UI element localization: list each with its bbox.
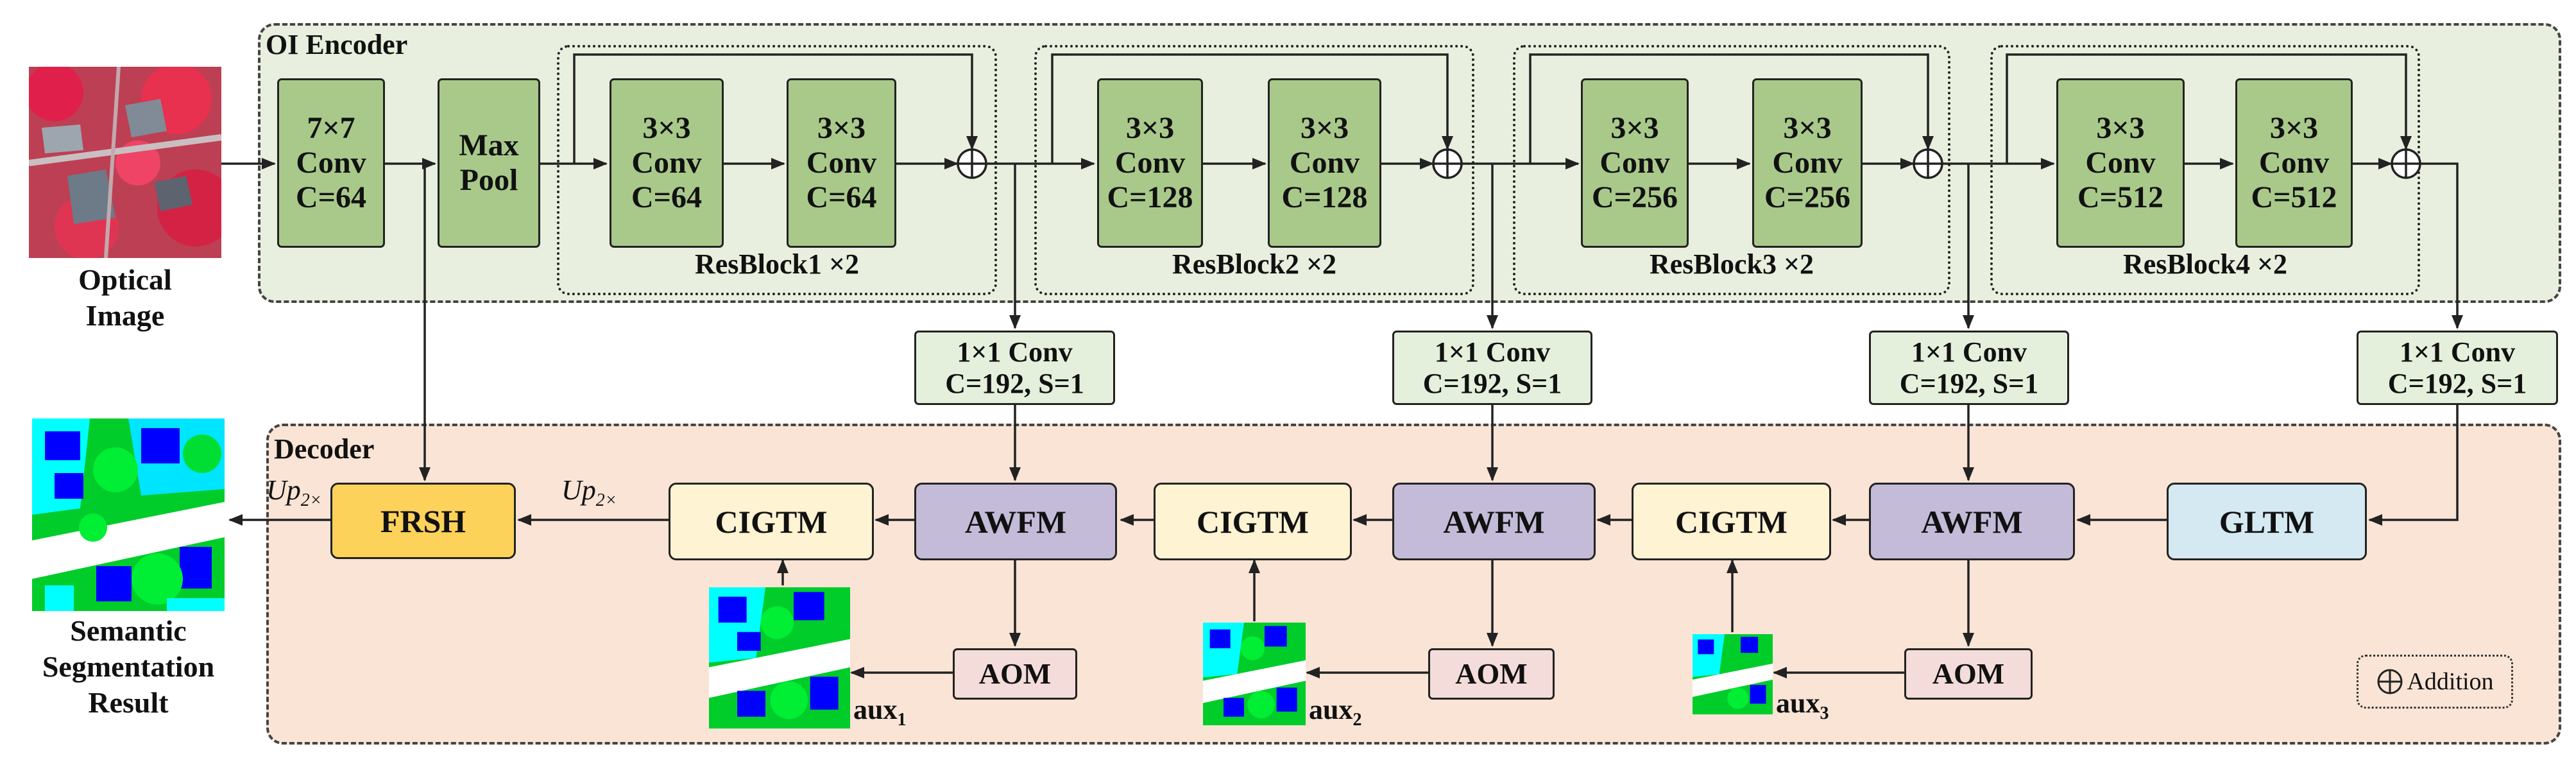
resblock2-conv-a: 3×3 Conv C=128 — [1097, 78, 1203, 248]
awfm-module-1: AWFM — [914, 483, 1117, 560]
resblock3-conv-b: 3×3 Conv C=256 — [1752, 78, 1863, 248]
cigtm-module-1: CIGTM — [669, 483, 874, 560]
aom-module-3: AOM — [1904, 648, 2033, 700]
resblock1-conv-b: 3×3 Conv C=64 — [787, 78, 896, 248]
aux1-label: aux1 — [853, 694, 907, 730]
projection-conv-1: 1×1 Conv C=192, S=1 — [914, 331, 1115, 405]
cigtm-module-3: CIGTM — [1632, 483, 1831, 560]
optical-image-label: Optical Image — [78, 263, 172, 332]
decoder-region: Decoder — [266, 424, 2561, 745]
resblock2-group — [1034, 45, 1474, 295]
stem-conv-7x7: 7×7 Conv C=64 — [277, 78, 385, 248]
optical-image — [29, 67, 221, 258]
oi-encoder-title: OI Encoder — [266, 29, 408, 60]
cigtm-module-2: CIGTM — [1154, 483, 1352, 560]
projection-conv-2: 1×1 Conv C=192, S=1 — [1392, 331, 1592, 405]
upsample-label-2: Up2× — [561, 474, 617, 510]
awfm-module-2: AWFM — [1392, 483, 1596, 560]
aom-module-1: AOM — [953, 648, 1077, 700]
legend-label: Addition — [2407, 668, 2494, 695]
frsh-module: FRSH — [330, 483, 516, 559]
projection-conv-4: 1×1 Conv C=192, S=1 — [2357, 331, 2558, 405]
projection-conv-3: 1×1 Conv C=192, S=1 — [1869, 331, 2069, 405]
resblock1-label: ResBlock1 ×2 — [694, 248, 860, 280]
addition-icon — [2377, 669, 2403, 694]
resblock3-label: ResBlock3 ×2 — [1649, 248, 1814, 280]
aom-module-2: AOM — [1428, 648, 1555, 700]
resblock4-label: ResBlock4 ×2 — [2122, 248, 2288, 280]
resblock2-label: ResBlock2 ×2 — [1172, 248, 1337, 280]
resblock3-conv-a: 3×3 Conv C=256 — [1581, 78, 1689, 248]
addition-nodes — [957, 148, 2421, 179]
gltm-module: GLTM — [2167, 483, 2367, 560]
segmentation-result-label: Semantic Segmentation Result — [42, 614, 215, 720]
resblock1-conv-a: 3×3 Conv C=64 — [610, 78, 724, 248]
resblock3-group — [1513, 45, 1950, 295]
decoder-title: Decoder — [274, 433, 375, 465]
aux3-image — [1693, 634, 1773, 714]
aux2-image — [1203, 623, 1306, 725]
aux1-image — [709, 587, 850, 728]
resblock4-conv-a: 3×3 Conv C=512 — [2056, 78, 2185, 248]
resblock2-conv-b: 3×3 Conv C=128 — [1268, 78, 1381, 248]
aux2-label: aux2 — [1309, 694, 1362, 730]
legend: Addition — [2357, 655, 2513, 709]
upsample-label-1: Up2× — [266, 474, 322, 510]
awfm-module-3: AWFM — [1869, 483, 2075, 560]
segmentation-result-image — [32, 418, 225, 611]
resblock4-conv-b: 3×3 Conv C=512 — [2235, 78, 2353, 248]
max-pool-box: Max Pool — [438, 78, 540, 248]
resblock1-group — [557, 45, 997, 295]
aux3-label: aux3 — [1776, 687, 1829, 723]
